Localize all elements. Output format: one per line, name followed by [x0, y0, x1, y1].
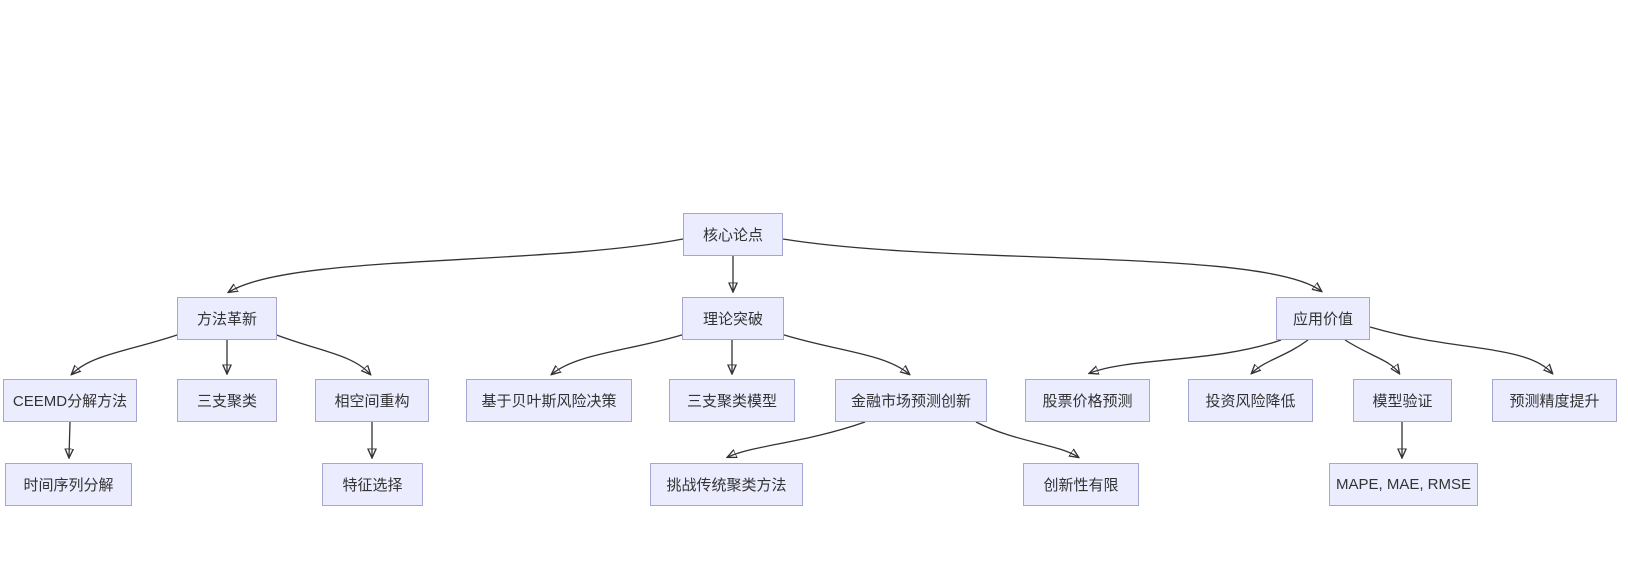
edge-application-value-to-forecast-accuracy-improvement	[1369, 326, 1552, 373]
node-method-innovation: 方法革新	[177, 297, 277, 340]
node-investment-risk-reduction: 投资风险降低	[1188, 379, 1313, 422]
node-stock-price-prediction: 股票价格预测	[1025, 379, 1150, 422]
node-bayesian-risk-decision: 基于贝叶斯风险决策	[466, 379, 632, 422]
node-financial-forecast-innovation: 金融市场预测创新	[835, 379, 987, 422]
node-ceemd-decomposition: CEEMD分解方法	[3, 379, 137, 422]
edge-method-innovation-to-phase-space-reconstruction	[273, 333, 370, 374]
edge-application-value-to-investment-risk-reduction	[1252, 339, 1309, 373]
node-phase-space-reconstruction: 相空间重构	[315, 379, 429, 422]
node-feature-selection: 特征选择	[322, 463, 423, 506]
node-error-metrics: MAPE, MAE, RMSE	[1329, 463, 1478, 506]
edge-theory-breakthrough-to-bayesian-risk-decision	[552, 333, 686, 374]
node-limited-novelty: 创新性有限	[1023, 463, 1139, 506]
edge-core-thesis-to-application-value	[782, 238, 1321, 291]
node-model-validation: 模型验证	[1353, 379, 1452, 422]
edge-theory-breakthrough-to-financial-forecast-innovation	[780, 333, 909, 374]
node-forecast-accuracy-improvement: 预测精度提升	[1492, 379, 1617, 422]
edge-financial-forecast-innovation-to-challenge-traditional-clustering	[728, 421, 866, 457]
edge-application-value-to-stock-price-prediction	[1090, 339, 1282, 373]
edge-ceemd-decomposition-to-time-series-decomposition	[69, 421, 70, 457]
node-three-way-clustering-model: 三支聚类模型	[669, 379, 795, 422]
edge-application-value-to-model-validation	[1344, 339, 1399, 373]
node-time-series-decomposition: 时间序列分解	[5, 463, 132, 506]
node-three-way-clustering: 三支聚类	[177, 379, 277, 422]
node-challenge-traditional-clustering: 挑战传统聚类方法	[650, 463, 803, 506]
edge-method-innovation-to-ceemd-decomposition	[72, 333, 181, 374]
node-theory-breakthrough: 理论突破	[682, 297, 784, 340]
edge-financial-forecast-innovation-to-limited-novelty	[975, 421, 1078, 457]
node-application-value: 应用价值	[1276, 297, 1370, 340]
edge-core-thesis-to-method-innovation	[229, 238, 684, 292]
node-core-thesis: 核心论点	[683, 213, 783, 256]
